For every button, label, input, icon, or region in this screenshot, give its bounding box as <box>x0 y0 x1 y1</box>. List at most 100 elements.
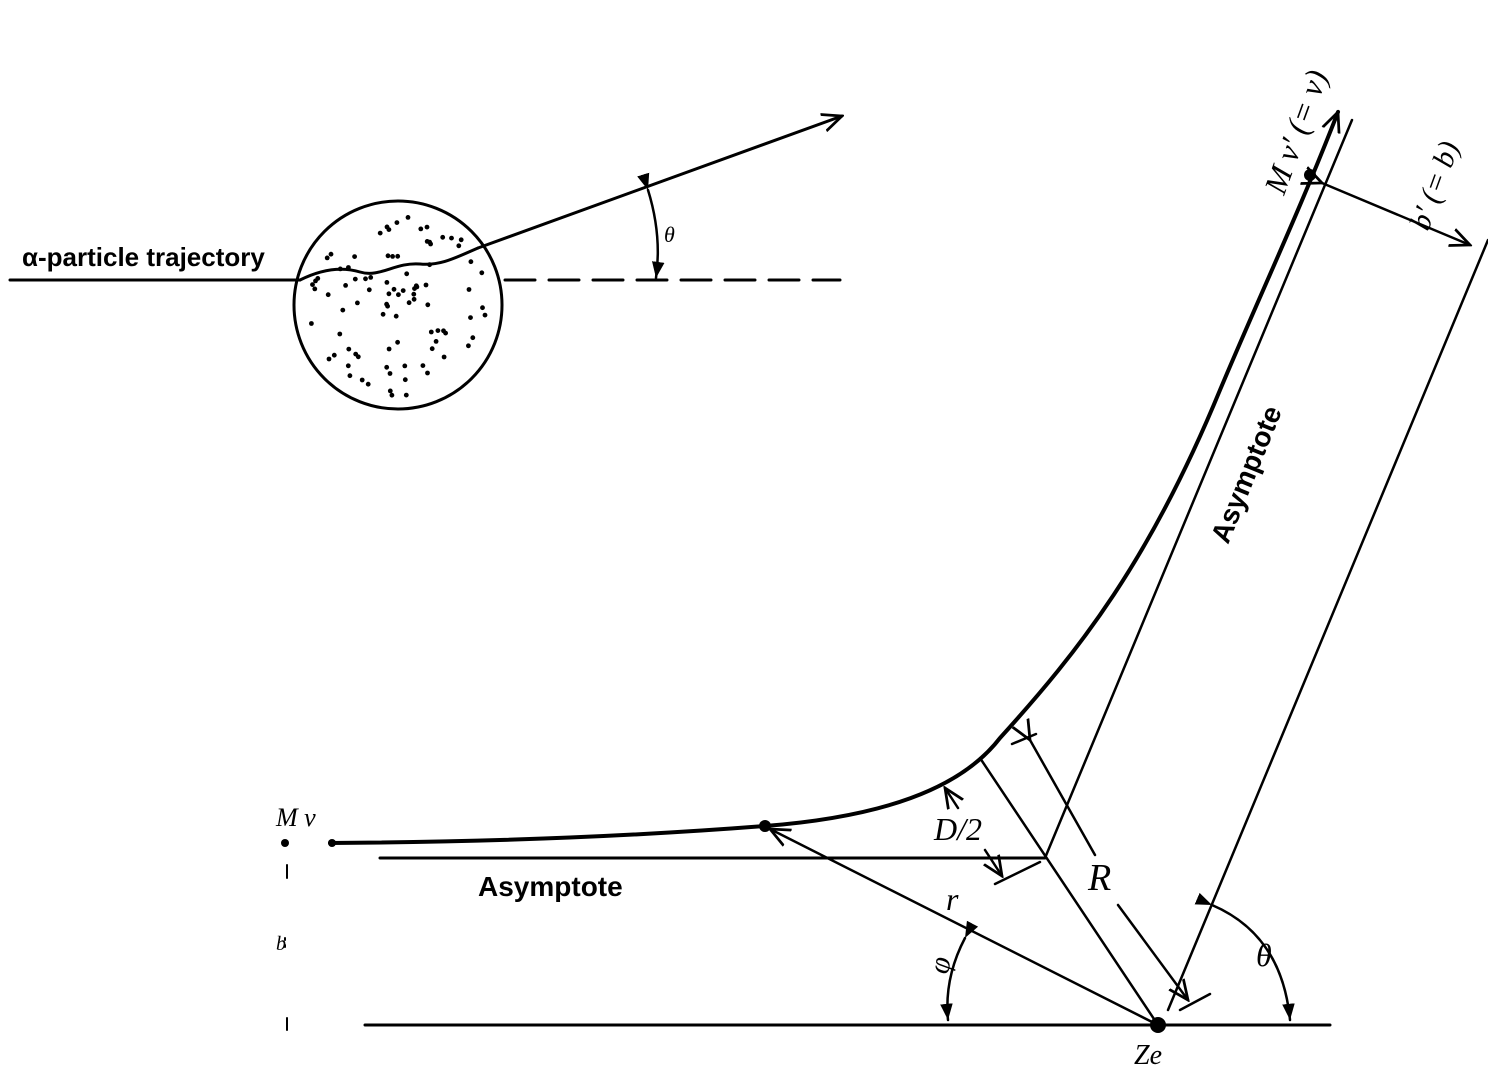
nucleus-label: Ze <box>1134 1040 1162 1070</box>
horizontal-asymptote-label: Asymptote <box>478 871 623 902</box>
atom-dot <box>325 292 331 298</box>
atom-dot <box>328 251 334 257</box>
atom-dot <box>331 352 337 358</box>
D2-tick <box>993 860 1042 886</box>
atom-dot <box>310 282 315 287</box>
atom-dot <box>418 226 424 232</box>
top-theta-label: θ <box>664 222 675 247</box>
atom-dot <box>395 253 401 259</box>
atom-dot <box>346 346 352 352</box>
atom-dot <box>387 371 393 376</box>
phi-label: φ <box>922 954 957 976</box>
atom-dot <box>402 377 408 383</box>
atom-dot <box>441 354 447 360</box>
trajectory-point-dot <box>759 820 771 832</box>
atom-dot <box>435 328 441 333</box>
atom-dot <box>359 377 365 383</box>
R-label: R <box>1087 857 1111 899</box>
incoming-particle-dot <box>281 839 289 847</box>
outgoing-particle-dot <box>1304 169 1316 181</box>
atom-dot <box>423 282 429 288</box>
D2-dimension-upper <box>945 788 958 808</box>
theta-label-bottom: θ <box>1256 937 1272 973</box>
top-figure: α-particle trajectory θ <box>8 116 842 411</box>
atom-dot <box>324 255 330 261</box>
trajectory-wiggle <box>298 246 480 282</box>
atom-dot <box>340 307 346 313</box>
atom-dot <box>405 215 411 220</box>
atom-dot <box>456 243 462 249</box>
R-tick-upper <box>1010 732 1038 746</box>
atom-dot <box>384 364 390 370</box>
atom-dot <box>468 259 474 265</box>
r-label: r <box>946 881 959 917</box>
atom-dot <box>352 276 358 282</box>
atom-dot <box>326 356 332 362</box>
phi-arc <box>940 920 979 1022</box>
outgoing-mv-label: M v′ (= v) <box>1256 65 1334 199</box>
atom-dot <box>470 335 476 341</box>
atom-dot <box>411 291 417 297</box>
atom-dot <box>466 287 472 292</box>
atom-dot <box>394 220 400 226</box>
b-prime-label: b′ (= b) <box>1404 137 1466 235</box>
b-prime-dimension <box>1322 183 1470 245</box>
atom-dot <box>384 224 390 230</box>
atom-dot <box>424 239 430 244</box>
atom-dot <box>466 343 471 349</box>
atom-dot <box>393 313 399 319</box>
atom-dot <box>406 300 412 306</box>
atom-dot <box>389 392 395 398</box>
theta-arc <box>637 172 665 280</box>
atom-dot <box>386 291 392 297</box>
atom-dot <box>384 301 389 307</box>
atom-dot <box>404 271 410 277</box>
atom-dot <box>420 363 426 368</box>
atom-dot <box>400 288 406 293</box>
incoming-mv-label: M v <box>275 803 316 832</box>
atom-dot <box>313 278 318 284</box>
atom-dot <box>482 312 488 318</box>
atom-dot <box>387 388 393 394</box>
atom-dot <box>425 370 430 376</box>
slanted-asymptote <box>1043 118 1354 860</box>
atom-dot <box>449 235 454 241</box>
atom-dot <box>377 230 383 236</box>
atom-dot <box>380 311 386 317</box>
atom-dot <box>468 315 473 320</box>
atom-dot <box>386 346 392 352</box>
atom-dot <box>345 363 351 369</box>
atom-dot <box>395 339 400 345</box>
deflected-trajectory-line <box>476 116 842 250</box>
atom-dot <box>363 276 368 282</box>
bottom-figure: M v Asymptote Asymptote M v′ (= v) b′ (=… <box>275 65 1488 1070</box>
vertical-asymptote-label: Asymptote <box>1205 401 1288 547</box>
atom-dot <box>353 351 359 357</box>
atom-dot <box>391 286 397 292</box>
atom-dot <box>365 381 371 387</box>
atom-dot <box>479 270 485 276</box>
atom-dot <box>352 254 357 259</box>
atom-dot <box>368 275 374 280</box>
atom-dot <box>403 392 409 398</box>
atom-dot <box>425 302 431 308</box>
atom-dot <box>366 287 372 293</box>
atom-dot <box>396 292 401 298</box>
atom-dot <box>458 237 464 243</box>
atom-dot <box>402 363 408 369</box>
closest-approach-line <box>978 756 1160 1027</box>
atom-dots <box>309 215 488 398</box>
atom-dot <box>385 253 391 259</box>
trajectory-label: α-particle trajectory <box>22 242 265 272</box>
atom-dot <box>309 321 314 326</box>
incoming-particle-tail <box>328 839 336 847</box>
atom-dot <box>433 339 439 344</box>
outer-line <box>1166 238 1488 1012</box>
atom-dot <box>411 296 417 302</box>
atom-dot <box>337 331 343 337</box>
atom-dot <box>440 234 446 240</box>
theta-arc-bottom <box>1194 892 1295 1022</box>
atom-dot <box>428 241 433 247</box>
atom-dot <box>347 373 353 379</box>
